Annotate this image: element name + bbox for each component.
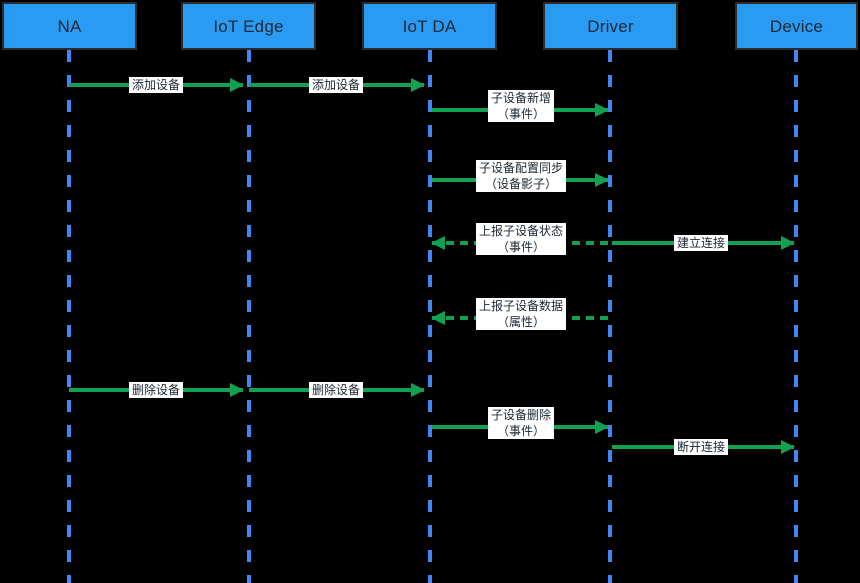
lifeline-na [67, 50, 71, 583]
arrowhead-right-icon [230, 383, 244, 397]
actor-box-iot-da[interactable]: IoT DA [362, 2, 497, 50]
actor-label-na: NA [57, 16, 82, 36]
arrowhead-right-icon [595, 103, 609, 117]
lifeline-iot-da [428, 50, 432, 583]
arrowhead-right-icon [595, 420, 609, 434]
lifeline-driver [608, 50, 612, 583]
actor-label-device: Device [769, 16, 824, 36]
arrowhead-right-icon [781, 440, 795, 454]
message-label-report-subdevice-status: 上报子设备状态 （事件） [475, 223, 567, 255]
message-label-disconnect: 断开连接 [673, 439, 729, 455]
actor-box-driver[interactable]: Driver [543, 2, 678, 50]
message-label-subdevice-config-sync: 子设备配置同步 （设备影子） [475, 160, 567, 192]
arrowhead-right-icon [595, 173, 609, 187]
arrowhead-right-icon [781, 236, 795, 250]
arrowhead-left-icon [431, 236, 445, 250]
message-label-delete-device-edge-da: 删除设备 [308, 382, 364, 398]
message-label-establish-connection: 建立连接 [673, 235, 729, 251]
arrowhead-right-icon [230, 78, 244, 92]
arrowhead-right-icon [411, 383, 425, 397]
message-label-report-subdevice-data: 上报子设备数据 （属性） [475, 298, 567, 330]
actor-box-iot-edge[interactable]: IoT Edge [181, 2, 316, 50]
arrowhead-left-icon [431, 311, 445, 325]
arrowhead-right-icon [411, 78, 425, 92]
actor-label-driver: Driver [587, 16, 634, 36]
actor-box-device[interactable]: Device [735, 2, 858, 50]
actor-label-iot-edge: IoT Edge [213, 16, 284, 36]
message-label-delete-device-na-edge: 删除设备 [128, 382, 184, 398]
actor-box-na[interactable]: NA [2, 2, 137, 50]
message-label-add-device-na-edge: 添加设备 [128, 77, 184, 93]
lifeline-iot-edge [247, 50, 251, 583]
message-label-add-device-edge-da: 添加设备 [308, 77, 364, 93]
lifeline-device [794, 50, 798, 583]
actor-label-iot-da: IoT DA [402, 16, 457, 36]
message-label-subdevice-added: 子设备新增 （事件） [487, 90, 555, 122]
message-label-subdevice-deleted: 子设备删除 （事件） [487, 407, 555, 439]
